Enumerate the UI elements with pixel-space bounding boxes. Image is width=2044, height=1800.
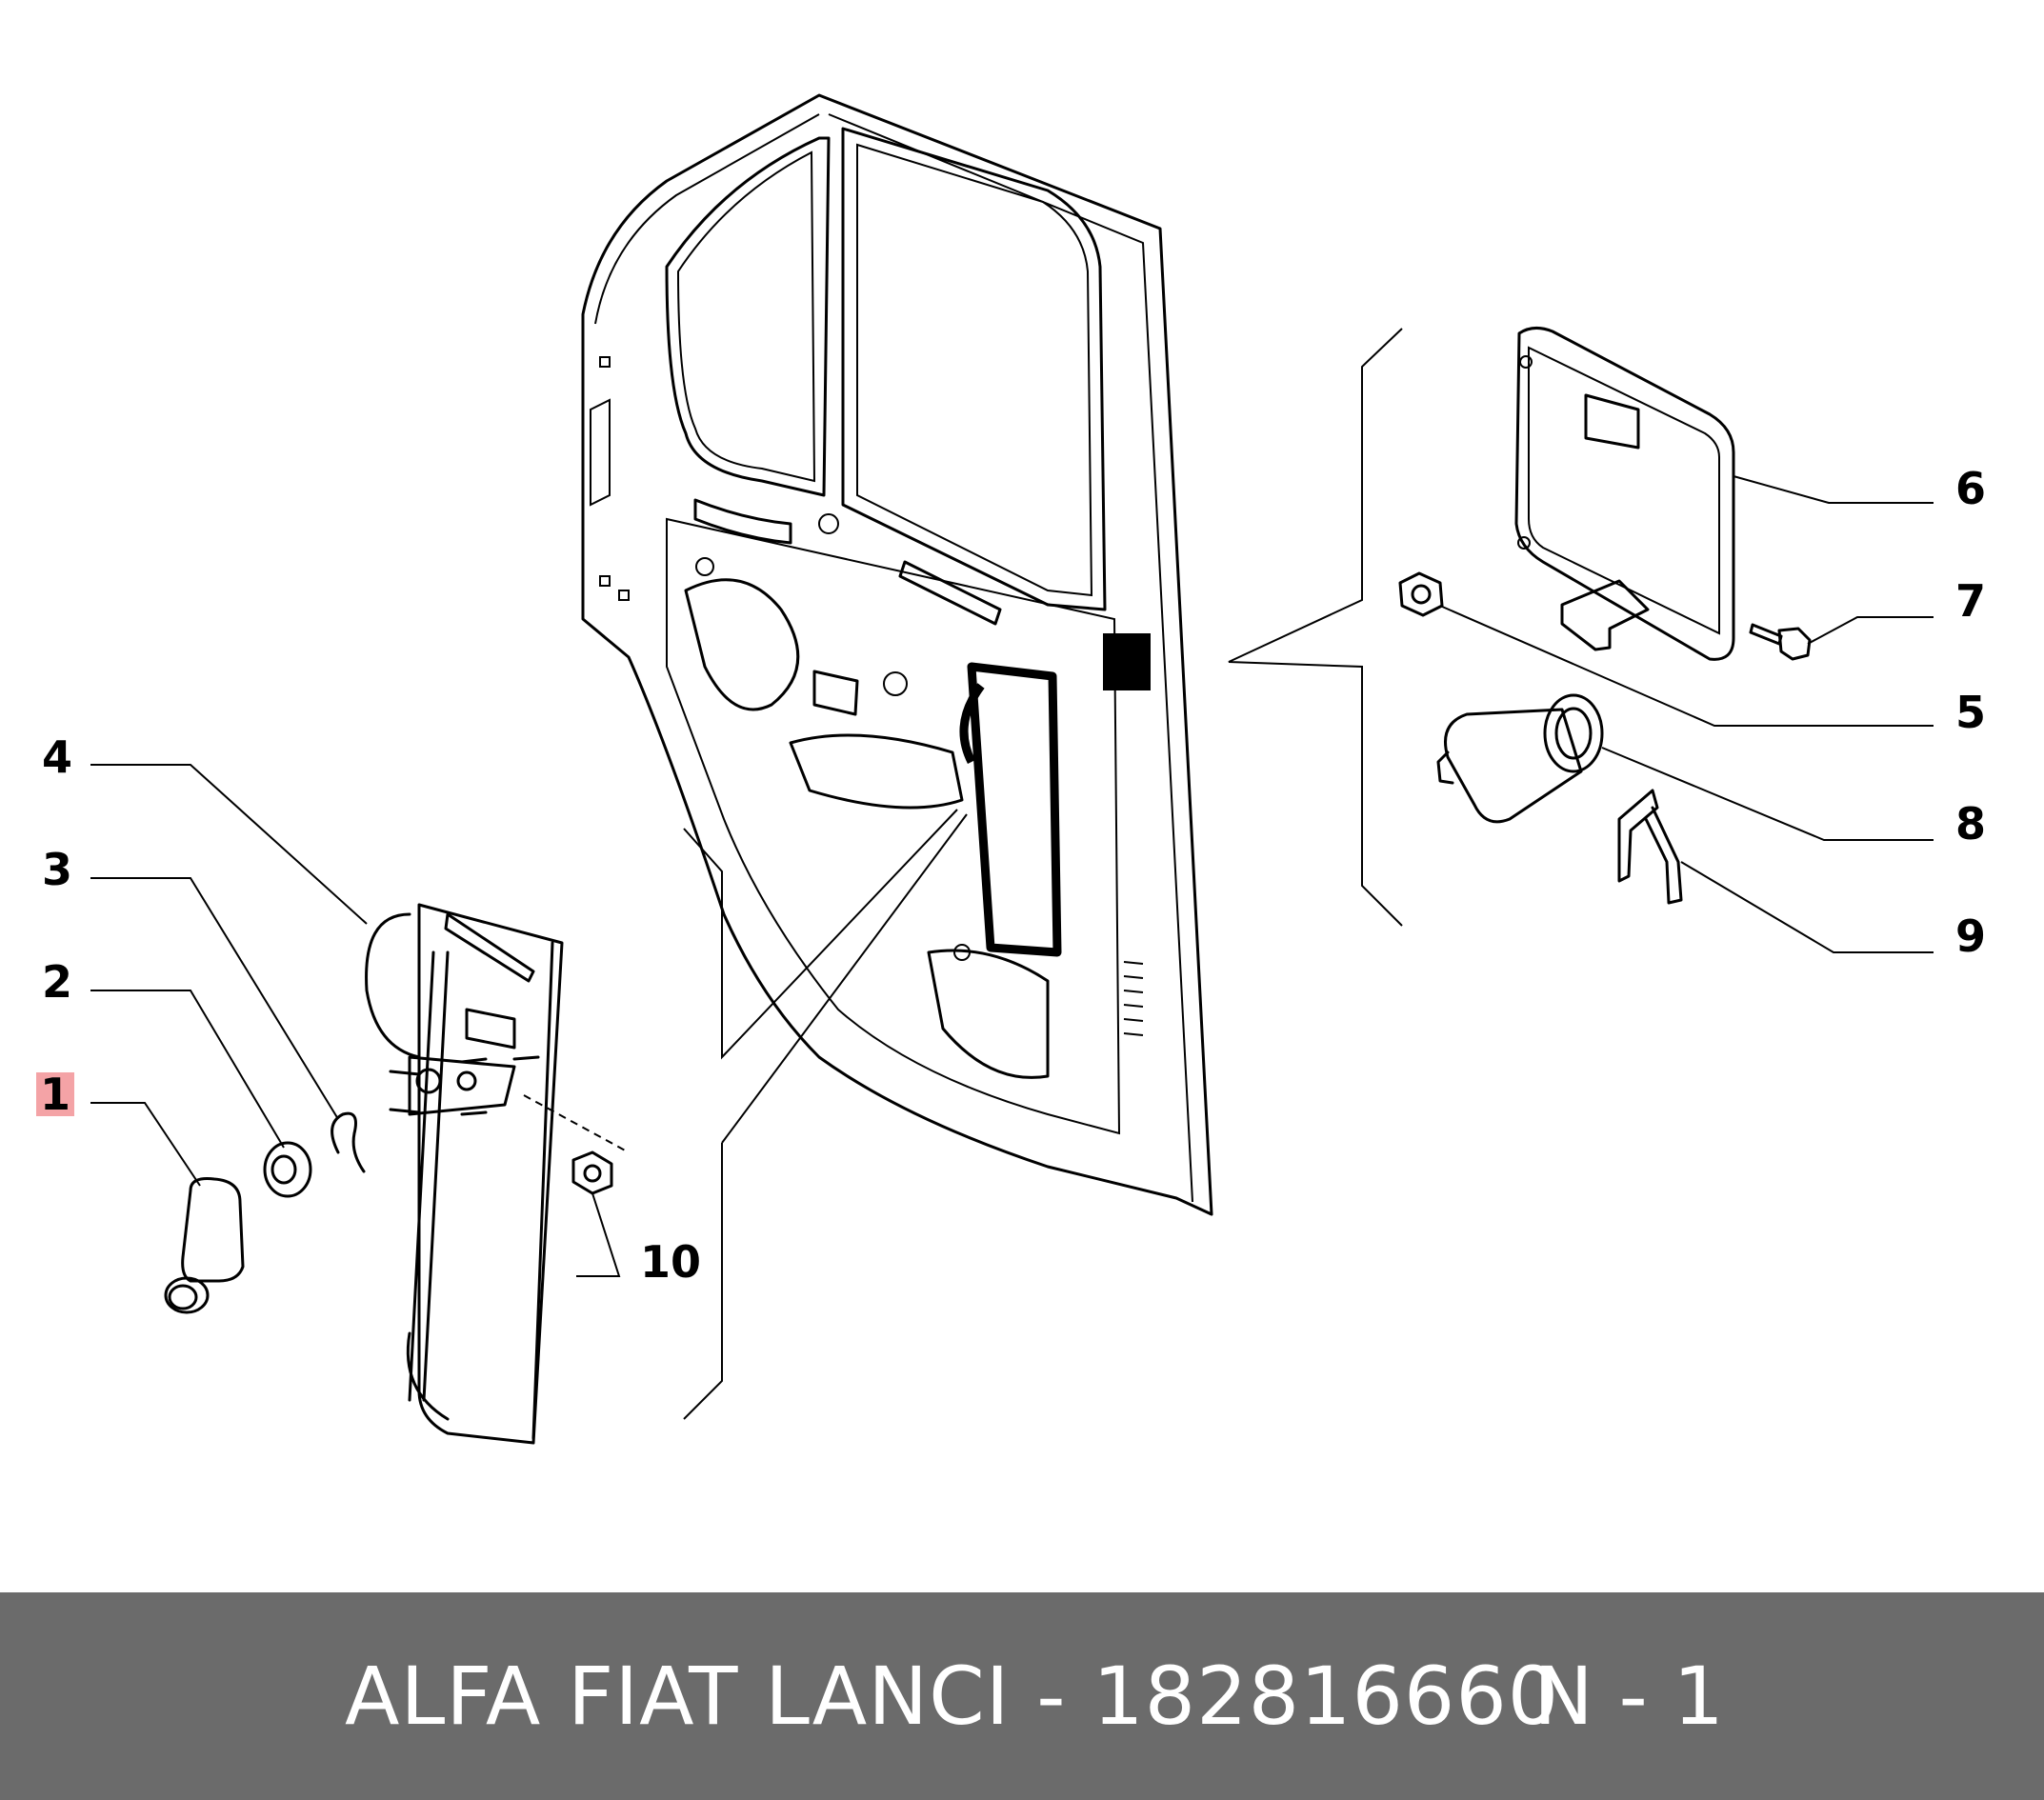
- part-number-text: ALFA FIAT LANCI - 182816660: [345, 1650, 1560, 1743]
- part-3-clip: [331, 1111, 366, 1173]
- part-7-screw: [1749, 623, 1812, 661]
- leader-lines: [90, 475, 1934, 1277]
- part-4-window-regulator: [365, 903, 630, 1445]
- right-bracket: [1228, 328, 1403, 927]
- part-2-washer: [263, 1141, 312, 1198]
- callout-9: 9: [1955, 910, 1987, 962]
- callout-5: 5: [1955, 687, 1987, 738]
- parts-diagram: 4 3 2 1 10 6 7 5 8 9: [36, 93, 1987, 1445]
- part-10-nut: [571, 1150, 613, 1195]
- door-panel: [581, 93, 1213, 1216]
- callout-2: 2: [42, 956, 73, 1008]
- part-1-crank-handle: [164, 1177, 245, 1314]
- callout-8: 8: [1955, 798, 1987, 850]
- callout-3: 3: [42, 844, 73, 895]
- exploded-view-drawing: [90, 93, 1934, 1445]
- footer-bar: ALFA FIAT LANCI - 182816660 N - 1: [0, 1592, 2044, 1800]
- quantity-text: N - 1: [1533, 1650, 1724, 1743]
- part-8-lock-cylinder: [1436, 693, 1604, 824]
- part-6-cover-panel: [1514, 327, 1735, 661]
- callout-6: 6: [1955, 463, 1987, 514]
- callout-4: 4: [42, 731, 73, 783]
- left-bracket: [683, 809, 968, 1420]
- callout-1: 1: [36, 1072, 75, 1116]
- part-9-retaining-clip: [1617, 789, 1683, 905]
- part-5-nut: [1398, 571, 1444, 617]
- callout-7: 7: [1955, 575, 1987, 627]
- callout-10: 10: [640, 1236, 702, 1288]
